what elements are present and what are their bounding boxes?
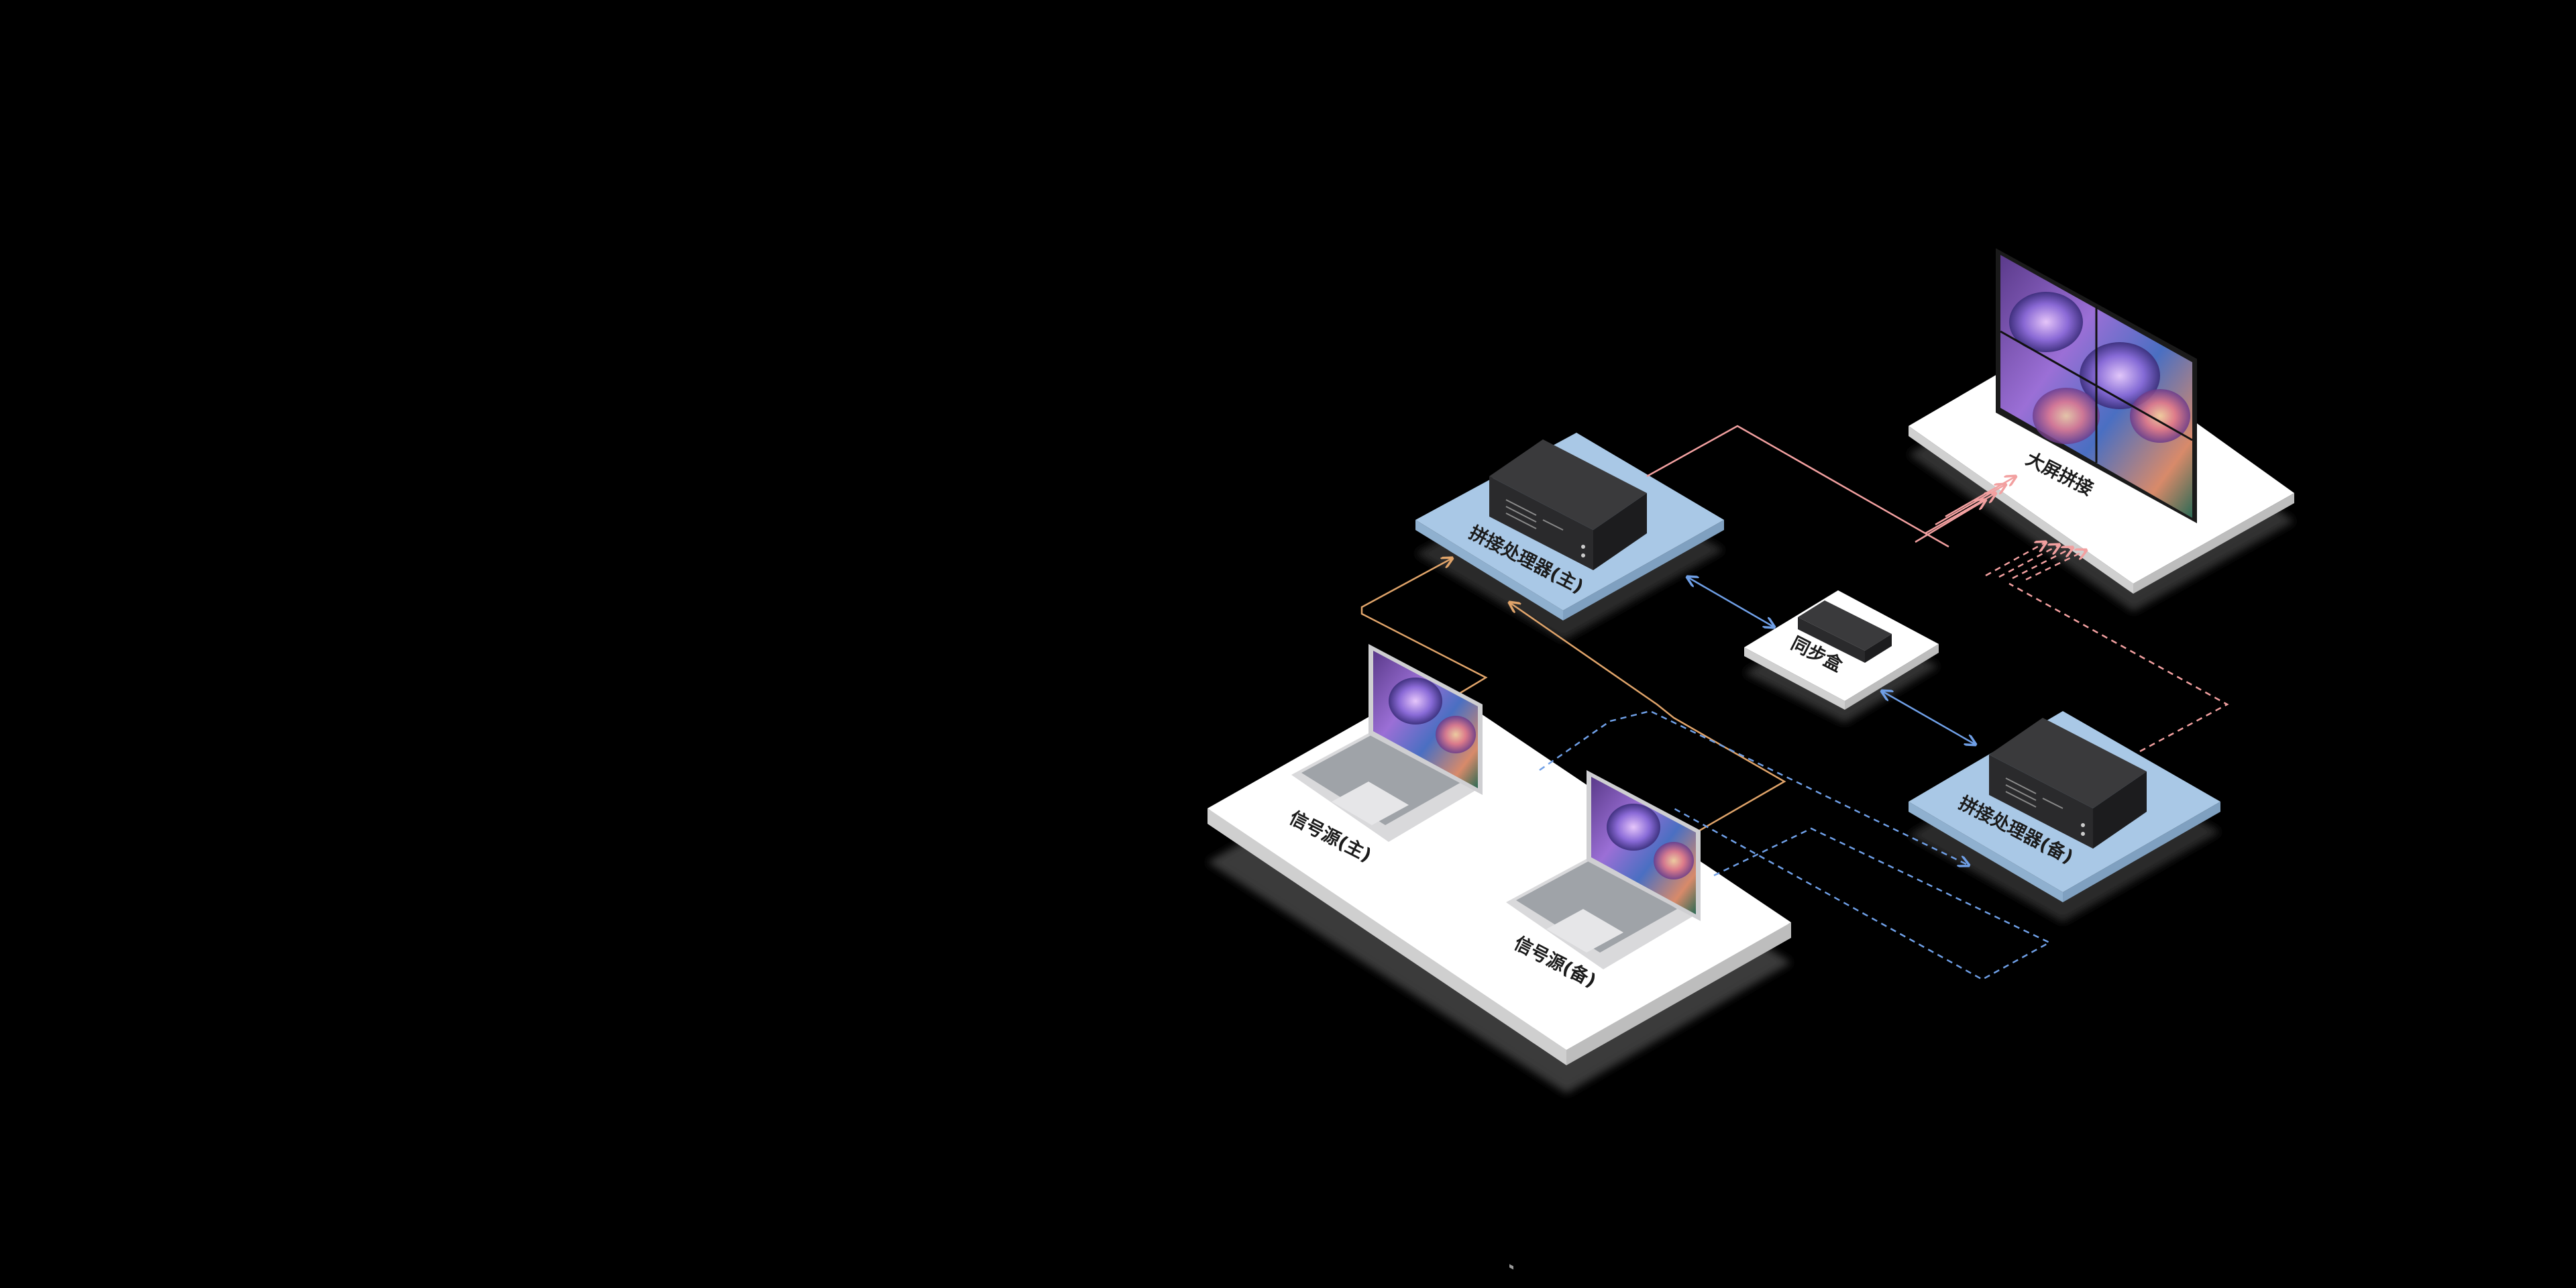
sources-platform: [1208, 681, 1791, 1093]
laptop-backup-icon: [1506, 770, 1701, 969]
link-sync-backup: [1882, 691, 1976, 745]
link-processor-main-to-wall: [1646, 425, 2016, 548]
laptop-main-icon: [1291, 644, 1483, 842]
link-sync-main: [1687, 577, 1774, 627]
link-source-main-to-processor: [1360, 558, 1488, 699]
link-sources-to-backup-processor: [1539, 710, 2051, 981]
sync-box-icon: [1798, 600, 1892, 663]
link-processor-backup-to-wall: [1985, 542, 2229, 753]
link-source-backup-to-processor: [1509, 602, 1786, 833]
processor-main-icon: [1489, 439, 1647, 1270]
processor-backup-icon: [1989, 718, 2147, 849]
video-wall-icon: [1996, 248, 2197, 523]
